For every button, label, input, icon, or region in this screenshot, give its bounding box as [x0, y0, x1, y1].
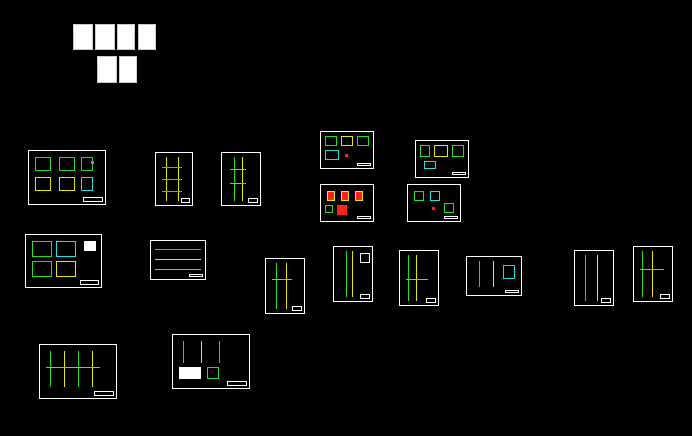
title-block-icon [601, 298, 611, 303]
sheet-beam-details[interactable] [150, 240, 206, 280]
sheet-wall-section-5[interactable] [633, 246, 673, 302]
sheet-detail-a[interactable] [320, 131, 374, 169]
sheet-cover-2[interactable] [95, 24, 115, 50]
sheet-index-2[interactable] [138, 24, 156, 50]
sheet-cover-1[interactable] [73, 24, 93, 50]
title-block-icon [79, 280, 99, 285]
sheet-column-elevation-2[interactable] [221, 152, 261, 206]
title-block-icon [504, 289, 519, 293]
title-block-icon [426, 298, 436, 303]
title-block-icon [292, 306, 302, 311]
title-block-icon [94, 391, 114, 396]
sheet-wall-section-2[interactable] [333, 246, 373, 302]
sheet-notes-1[interactable] [97, 56, 117, 83]
sheet-pile-details[interactable] [39, 344, 117, 399]
sheet-stair-detail[interactable] [466, 256, 522, 296]
sheet-foundation-plan[interactable] [28, 150, 106, 205]
title-block-icon [357, 162, 371, 166]
title-block-icon [660, 294, 670, 299]
sheet-wall-section-1[interactable] [265, 258, 305, 314]
sheet-column-elevation-1[interactable] [155, 152, 193, 206]
title-block-icon [444, 215, 458, 219]
sheet-wall-section-3[interactable] [399, 250, 439, 306]
sheet-notes-2[interactable] [119, 56, 137, 83]
title-block-icon [188, 273, 203, 277]
title-block-icon [83, 197, 103, 202]
sheet-slab-plan[interactable] [25, 234, 102, 288]
sheet-detail-d[interactable] [407, 184, 461, 222]
sheet-wall-section-4[interactable] [574, 250, 614, 306]
title-block-icon [227, 381, 247, 386]
sheet-detail-c[interactable] [320, 184, 374, 222]
title-block-icon [180, 198, 190, 203]
title-block-icon [360, 294, 370, 299]
title-block-icon [452, 171, 466, 175]
title-block-icon [248, 198, 258, 203]
sheet-detail-b[interactable] [415, 140, 469, 178]
sheet-index-1[interactable] [117, 24, 135, 50]
title-block-icon [357, 215, 371, 219]
sheet-reinforcement-details[interactable] [172, 334, 250, 389]
